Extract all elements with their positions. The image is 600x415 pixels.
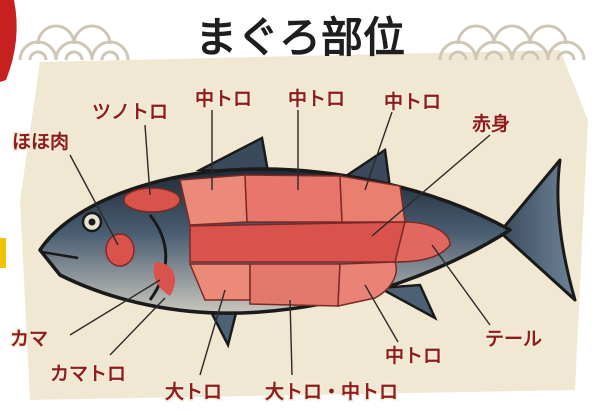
wave-pattern-right (438, 24, 586, 61)
label-otoro: 大トロ (165, 380, 222, 403)
leader-chutoro-3 (364, 111, 393, 191)
label-chutoro-4: 中トロ (385, 344, 442, 367)
section-lower-2 (249, 263, 341, 307)
kama-section (153, 262, 175, 296)
leader-kamatoro (109, 297, 166, 356)
leader-lines (69, 110, 491, 376)
leader-hohoniku (69, 154, 119, 246)
tuna-pupil (88, 218, 96, 226)
tsunotoro-section (123, 187, 181, 213)
tuna-mouth (41, 250, 79, 260)
leader-otoro (199, 289, 226, 376)
tuna-head (41, 187, 181, 301)
hohoniku-section (105, 233, 135, 267)
label-tail: テール (485, 328, 542, 350)
gill-line (148, 214, 168, 301)
label-akami: 赤身 (472, 112, 510, 135)
section-akami (189, 221, 406, 263)
label-kama: カマ (10, 328, 48, 350)
yellow-tag-fragment (0, 238, 6, 268)
leader-otoro-chutoro (289, 299, 293, 376)
section-upper-1 (179, 174, 248, 226)
leader-tsunotoro (144, 124, 151, 196)
anal-fin (375, 283, 438, 321)
tuna-tail (498, 158, 577, 302)
leader-tail (431, 244, 491, 326)
label-chutoro-1: 中トロ (195, 87, 252, 110)
label-hohoniku: ほほ肉 (12, 130, 69, 153)
label-chutoro-3: 中トロ (384, 90, 441, 113)
section-lower-3 (337, 261, 397, 307)
leader-kama (69, 279, 161, 336)
section-upper-2 (244, 174, 343, 223)
leader-akami (371, 134, 491, 237)
leader-chutoro-4 (364, 284, 399, 343)
label-kamatoro: カマトロ (50, 363, 126, 385)
label-otoro-chutoro: 大トロ・中トロ (265, 380, 398, 403)
label-chutoro-2: 中トロ (288, 87, 345, 110)
label-tsunotoro: ツノトロ (92, 101, 168, 123)
stamp-fragment (0, 0, 17, 82)
page-title: まぐろ部位 (195, 13, 405, 62)
wave-pattern-left (18, 24, 130, 61)
